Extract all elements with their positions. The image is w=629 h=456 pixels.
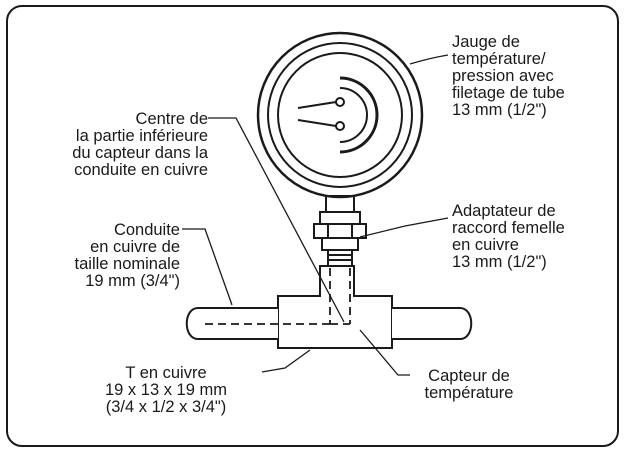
adapter-body (321, 237, 359, 251)
gauge-dial-arc-inner (339, 87, 368, 143)
gauge-inner-ring (267, 42, 413, 188)
gauge-dial-arc (339, 76, 379, 154)
gauge-nut (319, 211, 361, 225)
gauge-pivot-bottom (335, 121, 345, 131)
leader-lines (182, 54, 449, 376)
diagram-frame (6, 5, 619, 447)
adapter-hex (313, 223, 367, 239)
gauge-needle-top (297, 101, 337, 109)
gauge-needle-bottom (297, 119, 337, 127)
tee-label: T en cuivre 19 x 13 x 19 mm (3/4 x 1/2 x… (105, 364, 227, 416)
adapter-thread (327, 249, 353, 267)
gauge-pivot-top (335, 97, 345, 107)
gauge-outer-ring (256, 31, 424, 199)
sensor-label: Capteur de température (424, 367, 514, 402)
adapter-label: Adaptateur de raccord femelle en cuivre … (452, 202, 565, 271)
gauge-label: Jauge de température/ pression avec file… (452, 33, 565, 119)
sensor-center-label: Centre de la partie inférieure du capteu… (72, 110, 208, 179)
gauge-stem (325, 195, 355, 213)
copper-pipe-right (392, 307, 473, 340)
copper-tee (277, 265, 393, 349)
pipe-label: Conduite en cuivre de taille nominale 19… (74, 221, 180, 290)
gauge-face (277, 52, 403, 178)
